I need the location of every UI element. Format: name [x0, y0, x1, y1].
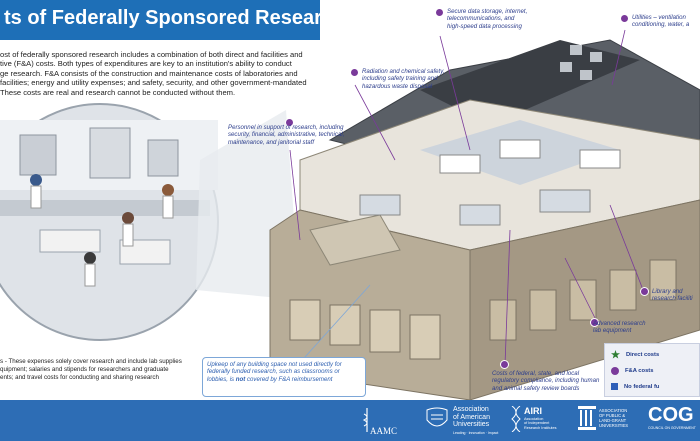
- cog-logo: COG COUNCIL ON GOVERNMENT: [648, 404, 696, 430]
- fa-marker-dot: [435, 8, 444, 17]
- aamc-logo: AAMC: [362, 408, 397, 437]
- columns-icon: [578, 406, 596, 430]
- fa-marker-dot: [620, 14, 629, 23]
- title-banner: ts of Federally Sponsored Research: [0, 0, 345, 40]
- fa-marker-dot: [590, 318, 599, 327]
- callout-data-storage: Secure data storage, internet,telecommun…: [447, 8, 528, 30]
- fa-marker-dot: [350, 68, 359, 77]
- upkeep-note-box: Upkeep of any building space not used di…: [202, 357, 366, 397]
- intro-line: These costs are real and research cannot…: [0, 87, 236, 97]
- intro-line: tive (F&A) costs. Both types of expendit…: [0, 59, 292, 69]
- aau-emblem-icon: [426, 407, 448, 427]
- circle-icon: [611, 366, 619, 375]
- callout-upkeep: Upkeep of any building space not used di…: [207, 361, 342, 383]
- intro-line: ge research. F&A consists of the constru…: [0, 68, 298, 78]
- page-title: ts of Federally Sponsored Research: [4, 7, 346, 29]
- direct-costs-text: s - These expenses solely cover research…: [0, 358, 182, 381]
- legend: Direct costs F&A costs No federal fu: [604, 343, 700, 397]
- caduceus-icon: [362, 408, 368, 432]
- legend-fa: F&A costs: [611, 365, 653, 376]
- fa-marker-dot: [285, 118, 294, 127]
- legend-fa-label: F&A costs: [625, 367, 654, 374]
- upkeep-leader: [304, 284, 371, 358]
- legend-no-federal-label: No federal fu: [624, 383, 660, 390]
- building: [269, 39, 700, 401]
- star-icon: [611, 350, 620, 359]
- legend-direct-label: Direct costs: [626, 351, 660, 358]
- square-icon: [611, 383, 618, 390]
- intro-paragraph: ost of federally sponsored research incl…: [0, 50, 316, 97]
- logo-bar: AAMC Association of American Universitie…: [0, 400, 700, 441]
- intro-line: ost of federally sponsored research incl…: [0, 50, 303, 59]
- callout-safety: Radiation and chemical safety,including …: [362, 68, 445, 90]
- aau-logo: Association of American Universities Lea…: [425, 406, 498, 437]
- legend-no-federal: No federal fu: [611, 381, 659, 392]
- helix-icon: [511, 405, 521, 433]
- intro-line: facilities; energy and utility expenses;…: [0, 78, 307, 88]
- callout-personnel: Personnel in support of research, includ…: [228, 124, 345, 146]
- callout-lines: [289, 29, 646, 366]
- fa-marker-dot: [500, 360, 509, 369]
- lab-magnifier-circle: [0, 103, 219, 341]
- legend-direct: Direct costs: [611, 349, 659, 360]
- fa-marker-dot: [640, 287, 649, 296]
